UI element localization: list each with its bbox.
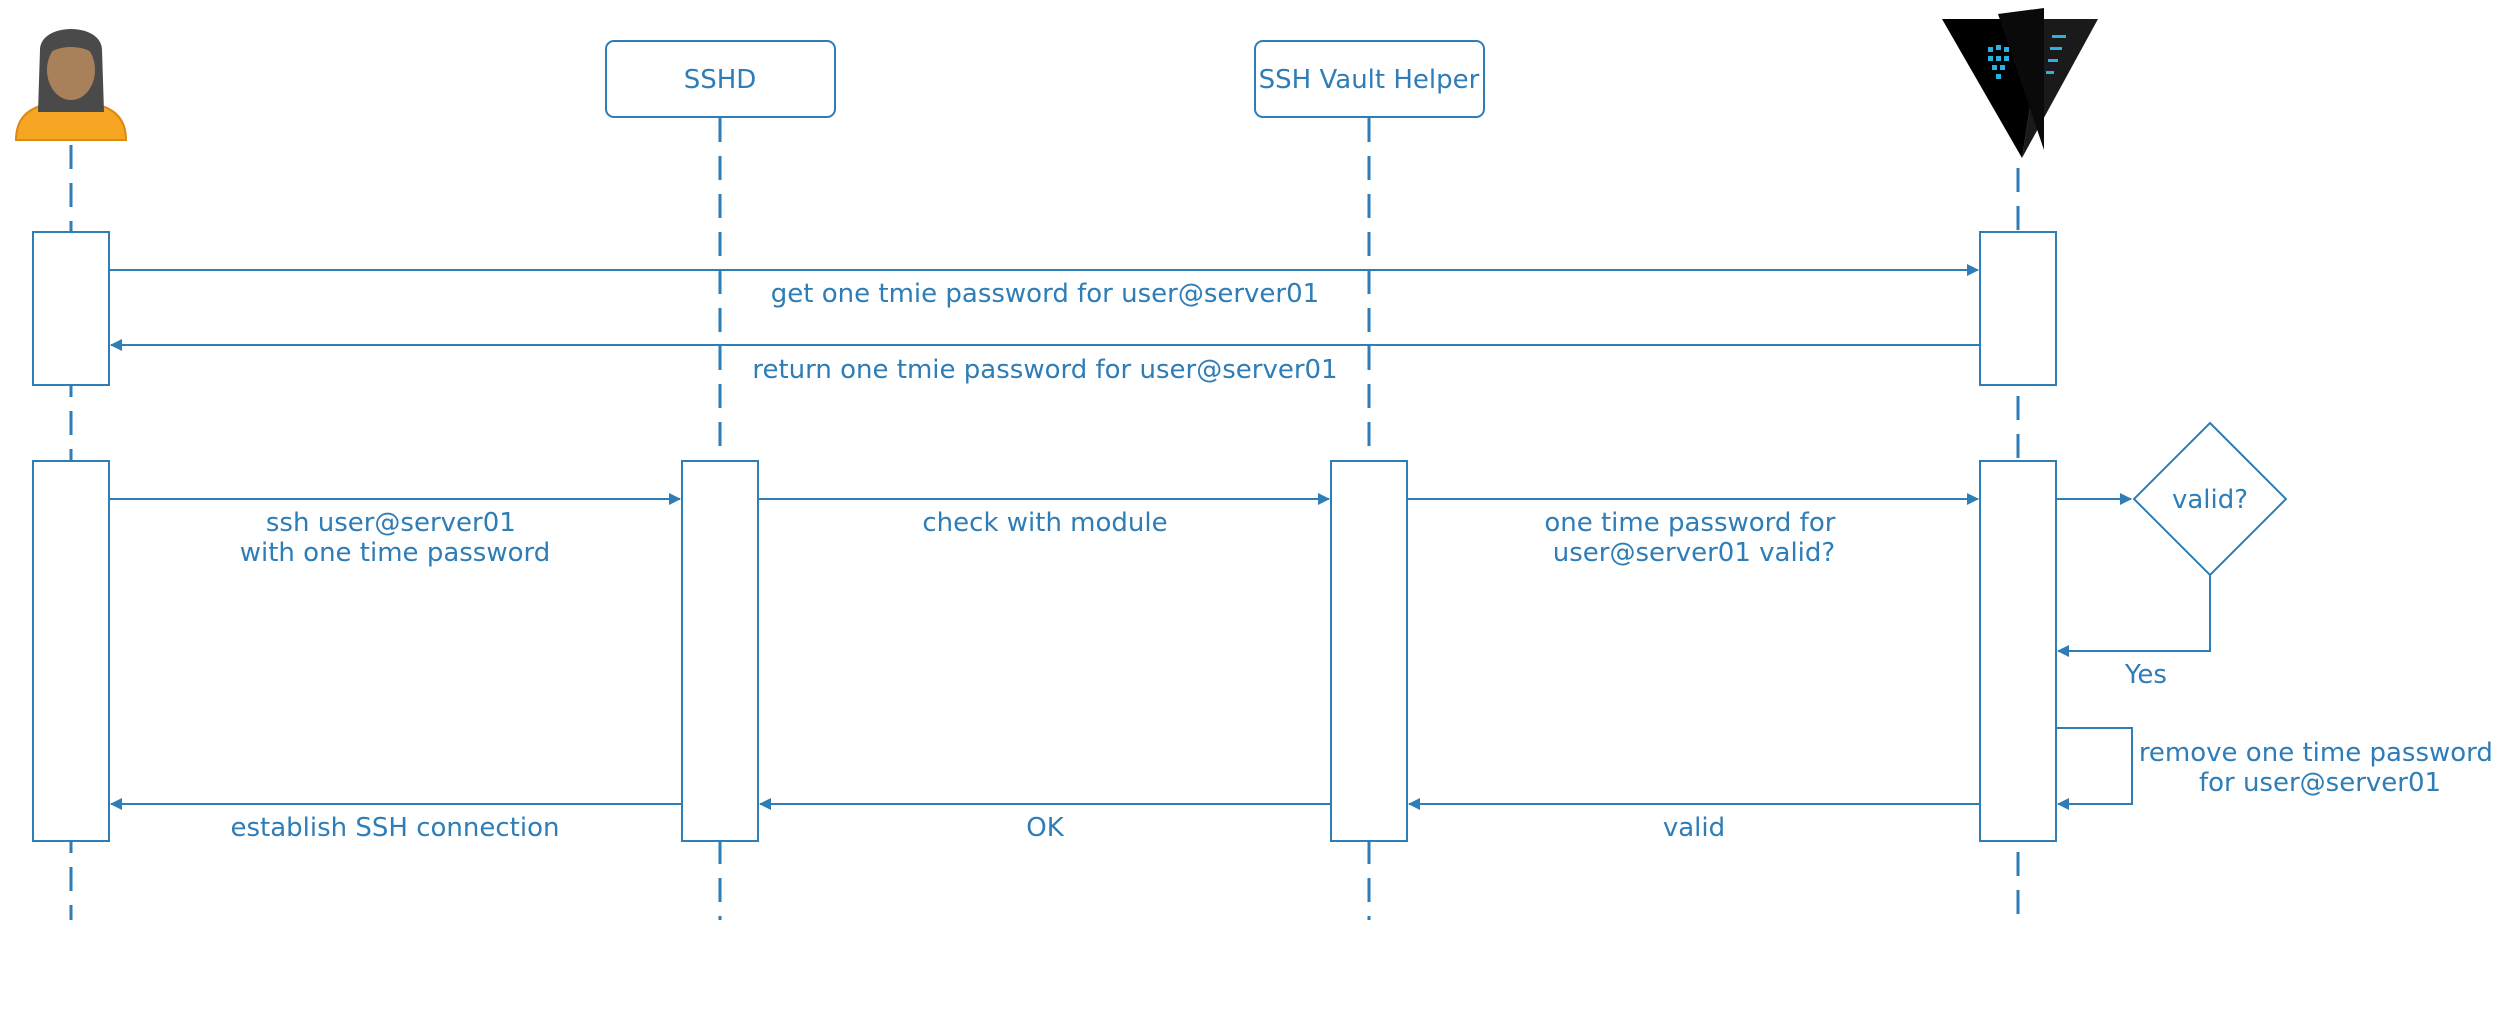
activation-vault-1 <box>1979 231 2057 386</box>
msg-return-otp: return one tmie password for user@server… <box>752 355 1337 385</box>
participant-sshd-label: SSHD <box>684 65 757 95</box>
msg-get-otp: get one tmie password for user@server01 <box>771 279 1319 309</box>
activation-user-2 <box>32 460 110 842</box>
activation-user-1 <box>32 231 110 386</box>
msg-yes: Yes <box>2124 660 2167 690</box>
participant-sshd-box <box>605 40 836 118</box>
participant-helper-box <box>1254 40 1485 118</box>
activation-vault-2 <box>1979 460 2057 842</box>
msg-ok: OK <box>1026 813 1064 843</box>
activation-sshd <box>681 460 759 842</box>
msg-valid: valid <box>1663 813 1725 843</box>
arrow-yes <box>2057 575 2211 657</box>
msg-otp-valid-query: one time password for user@server01 vali… <box>1544 508 1843 568</box>
msg-remove-otp: remove one time password for user@server… <box>2139 738 2500 798</box>
decision-label: valid? <box>2172 485 2248 515</box>
msg-check-module: check with module <box>922 508 1167 538</box>
msg-ssh-login: ssh user@server01 with one time password <box>240 508 551 568</box>
activation-helper <box>1330 460 1408 842</box>
user-avatar-icon <box>14 29 128 141</box>
msg-establish: establish SSH connection <box>231 813 560 843</box>
decision-diamond <box>2132 421 2288 577</box>
vault-logo-icon <box>1942 8 2098 158</box>
participant-helper-label: SSH Vault Helper <box>1259 65 1480 95</box>
arrow-self-remove <box>2056 727 2133 810</box>
